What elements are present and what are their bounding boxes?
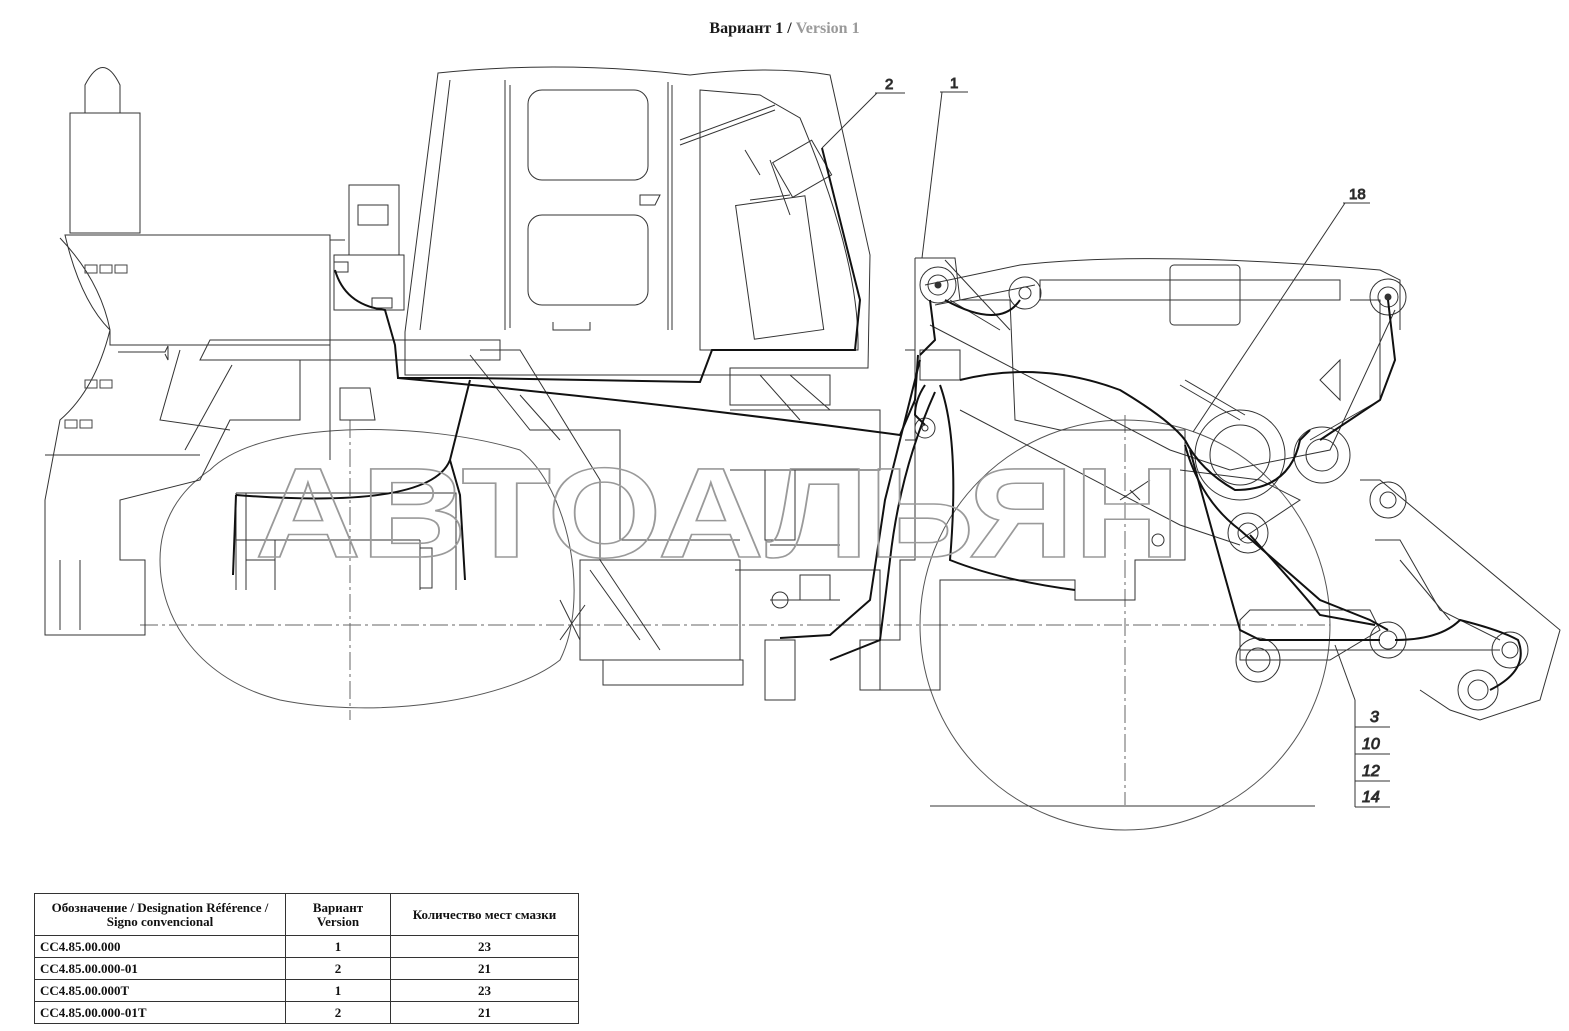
- callout-1: 1: [921, 75, 968, 259]
- middle-chassis: [339, 349, 881, 701]
- header-designation: Обозначение / Designation Référence / Si…: [34, 893, 286, 936]
- loader-boom: [924, 258, 1561, 721]
- cell-designation: СС4.85.00.000-01: [34, 957, 286, 980]
- page-title: Вариант 1 / Version 1: [0, 20, 1569, 38]
- cell-version: 1: [285, 935, 391, 958]
- table-header-row: Обозначение / Designation Référence / Si…: [34, 893, 579, 936]
- rear-body: [44, 237, 501, 636]
- cell-version: 2: [285, 1001, 391, 1024]
- callout-label-2: 2: [885, 76, 893, 93]
- callout-label-14: 14: [1362, 789, 1380, 806]
- cell-designation: СС4.85.00.000: [34, 935, 286, 958]
- callout-label-10: 10: [1362, 736, 1380, 753]
- callout-label-18: 18: [1349, 186, 1366, 203]
- engine-exhaust: [64, 67, 345, 460]
- rear-frame: [235, 492, 457, 590]
- callout-label-3: 3: [1370, 709, 1379, 726]
- centre-lines: [140, 415, 1330, 805]
- cab: [404, 66, 871, 376]
- table-row: СС4.85.00.000 1 23: [34, 935, 579, 958]
- rear-wheel-outline: [159, 429, 575, 709]
- table-row: СС4.85.00.000-01Т 2 21: [34, 1001, 579, 1024]
- header-lube-points: Количество мест смазки: [390, 893, 579, 936]
- cell-lube-points: 23: [390, 979, 579, 1002]
- callout-18: 18: [1192, 186, 1370, 433]
- cell-version: 2: [285, 957, 391, 980]
- lubrication-lines: [232, 147, 1522, 691]
- callout-2: 2: [821, 76, 905, 149]
- cell-designation: СС4.85.00.000-01Т: [34, 1001, 286, 1024]
- title-main: Вариант 1 /: [709, 20, 796, 37]
- header-version: Вариант Version: [285, 893, 391, 936]
- cell-version: 1: [285, 979, 391, 1002]
- title-version: Version 1: [795, 20, 860, 37]
- lubrication-points-table: Обозначение / Designation Référence / Si…: [34, 893, 579, 1024]
- callout-label-1: 1: [950, 75, 958, 92]
- hydraulic-tank: [333, 184, 405, 311]
- table-row: СС4.85.00.000-01 2 21: [34, 957, 579, 980]
- lubrication-diagram: АВТОАЛЬЯН 1 2 18 3 10 12 14: [44, 66, 1561, 831]
- cell-lube-points: 23: [390, 935, 579, 958]
- cell-lube-points: 21: [390, 1001, 579, 1024]
- cell-designation: СС4.85.00.000Т: [34, 979, 286, 1002]
- cell-lube-points: 21: [390, 957, 579, 980]
- watermark-text: АВТОАЛЬЯН: [255, 442, 1180, 585]
- callout-label-12: 12: [1362, 763, 1380, 780]
- table-row: СС4.85.00.000Т 1 23: [34, 979, 579, 1002]
- callout-stack: 3 10 12 14: [1334, 644, 1390, 808]
